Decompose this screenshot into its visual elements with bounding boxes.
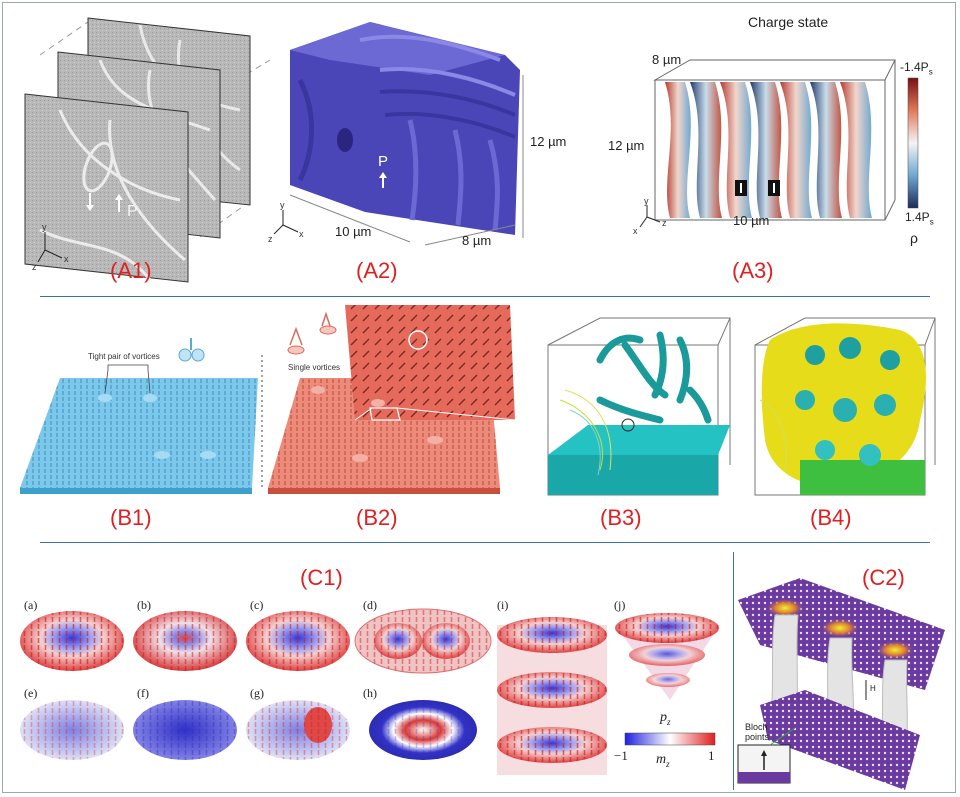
label-a3: (A3) (732, 258, 774, 283)
c1-sublabel-a: (a) (24, 598, 38, 612)
label-c2: (C2) (862, 565, 905, 590)
a3-dim-bottom: 10 µm (733, 213, 770, 228)
a3-colorbar-min: 1.4Ps (905, 210, 934, 227)
a1-axis-z: z (32, 262, 37, 272)
a3-title: Charge state (748, 14, 829, 30)
c1-colorbar-max: 1 (708, 748, 715, 763)
a2-dim-width: 10 µm (335, 224, 372, 239)
a2-axis-y: y (280, 200, 285, 210)
a1-axis-x: x (64, 254, 69, 264)
label-b3: (B3) (600, 505, 642, 530)
c1-pz-label: pz (660, 710, 671, 727)
c1-sublabel-h: (h) (363, 686, 377, 700)
c1-sublabel-e: (e) (24, 686, 38, 700)
a2-dim-height: 12 µm (530, 134, 567, 149)
c2-field-label: H (870, 684, 876, 693)
divider-vertical (733, 552, 734, 790)
label-b1: (B1) (110, 505, 152, 530)
c1-sublabel-d: (d) (363, 598, 377, 612)
label-b4: (B4) (810, 505, 852, 530)
c2-bloch-label: Bloch (745, 722, 768, 732)
c2-points-label: points (745, 732, 770, 742)
a2-axis-x: x (299, 229, 304, 239)
label-b2: (B2) (356, 505, 398, 530)
c1-colorbar-min: −1 (614, 748, 628, 763)
a3-axis-z: z (662, 218, 667, 228)
a1-axis-y: y (42, 222, 47, 232)
a3-dim-left: 12 µm (608, 138, 645, 153)
a3-axis-y: y (644, 196, 649, 206)
b2-annotation: Single vortices (288, 363, 341, 372)
a2-axis-z: z (268, 234, 273, 244)
b1-annotation: Tight pair of vortices (88, 352, 160, 361)
a2-dim-depth: 8 µm (462, 233, 492, 248)
c1-sublabel-f: (f) (137, 686, 149, 700)
label-c1: (C1) (300, 565, 343, 590)
a3-colorbar-max: -1.4Ps (900, 60, 933, 77)
a3-colorbar-symbol: ρ (910, 230, 918, 246)
c1-sublabel-c: (c) (250, 598, 264, 612)
c1-sublabel-g: (g) (250, 686, 264, 700)
label-a1: (A1) (110, 258, 152, 283)
c1-sublabel-i: (i) (497, 598, 509, 612)
divider-top (40, 296, 930, 297)
c1-sublabel-j: (j) (614, 598, 626, 612)
c1-mz-label: mz (656, 752, 670, 769)
a2-p-label: P (378, 153, 389, 170)
divider-middle (40, 542, 930, 543)
a1-p-label: P (127, 203, 138, 220)
a3-axis-x: x (633, 226, 638, 236)
label-a2: (A2) (356, 258, 398, 283)
c1-sublabel-b: (b) (137, 598, 151, 612)
a3-dim-top: 8 µm (652, 52, 682, 67)
